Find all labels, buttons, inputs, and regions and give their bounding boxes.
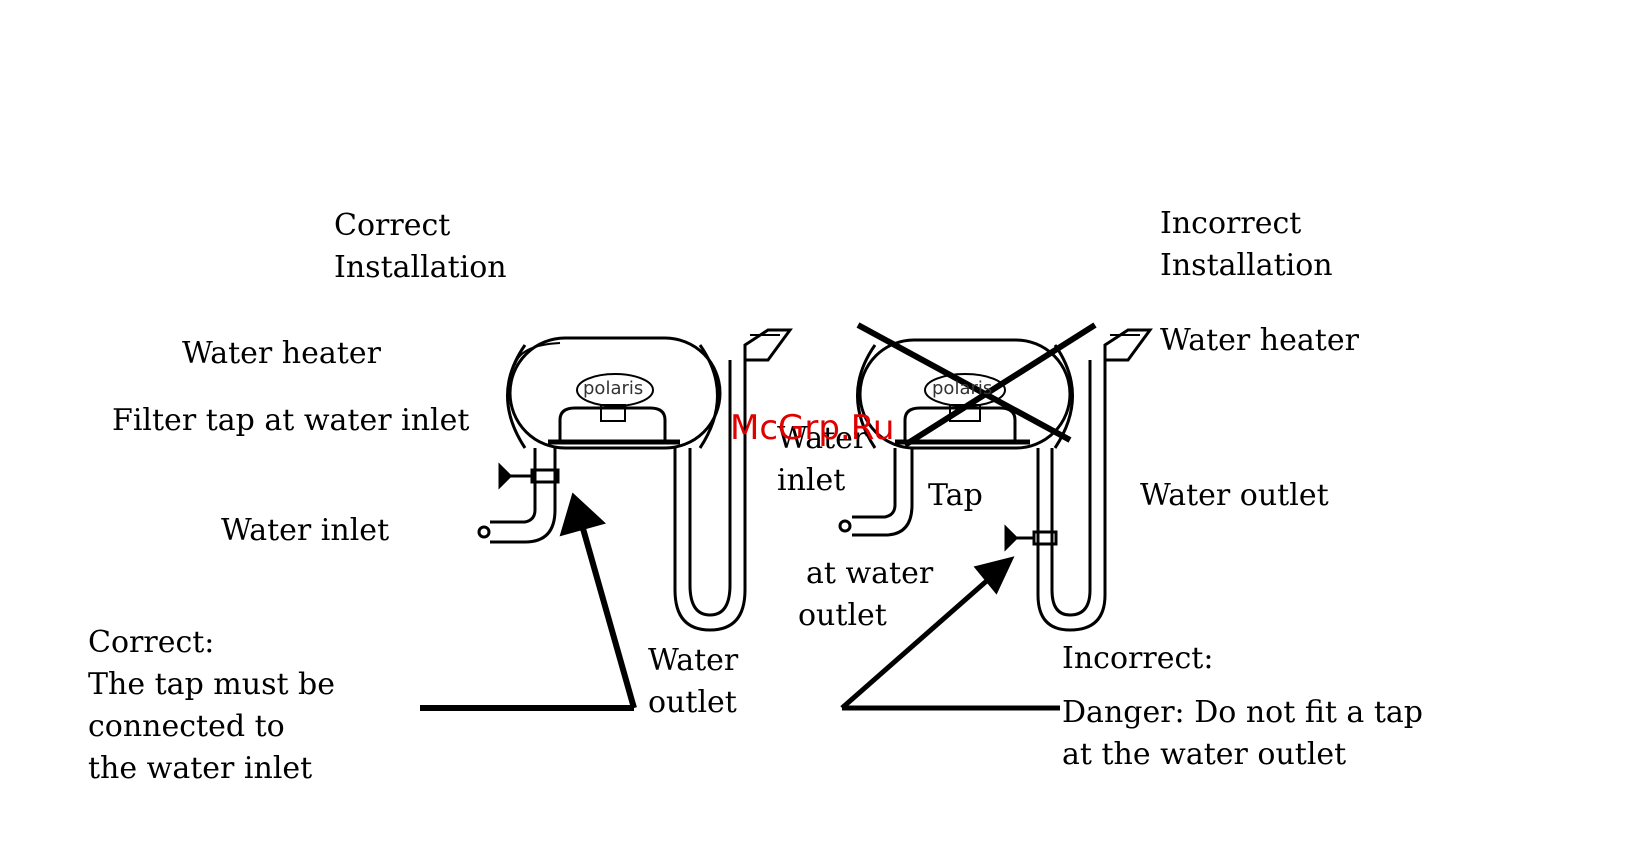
correct-water-inlet-label: Water inlet — [221, 513, 390, 548]
incorrect-water-heater-label: Water heater — [1160, 323, 1359, 358]
correct-brand-badge: polaris — [583, 378, 644, 399]
incorrect-cross-mark — [856, 322, 1097, 448]
incorrect-water-inlet-label: Water inlet — [777, 421, 868, 498]
correct-water-heater — [477, 328, 793, 632]
correct-filter-tap-label: Filter tap at water inlet — [112, 403, 470, 438]
correct-arrow — [420, 492, 637, 711]
correct-installation-title: Correct Installation — [334, 208, 507, 285]
correct-water-outlet-label: Water outlet — [648, 643, 739, 720]
correct-note: Correct: The tap must be connected to th… — [88, 625, 336, 786]
incorrect-tap-label-top: Tap — [928, 478, 983, 513]
incorrect-installation-title: Incorrect Installation — [1160, 206, 1333, 283]
incorrect-tap-label-bottom: at water outlet — [798, 556, 934, 633]
incorrect-note: Incorrect: Danger: Do not fit a tap at t… — [1062, 641, 1423, 772]
correct-water-heater-label: Water heater — [182, 336, 381, 371]
watermark: McGrp.Ru — [730, 408, 895, 448]
incorrect-brand-badge: polaris — [932, 378, 993, 399]
incorrect-arrow — [840, 556, 1060, 711]
incorrect-water-outlet-label: Water outlet — [1140, 478, 1329, 513]
